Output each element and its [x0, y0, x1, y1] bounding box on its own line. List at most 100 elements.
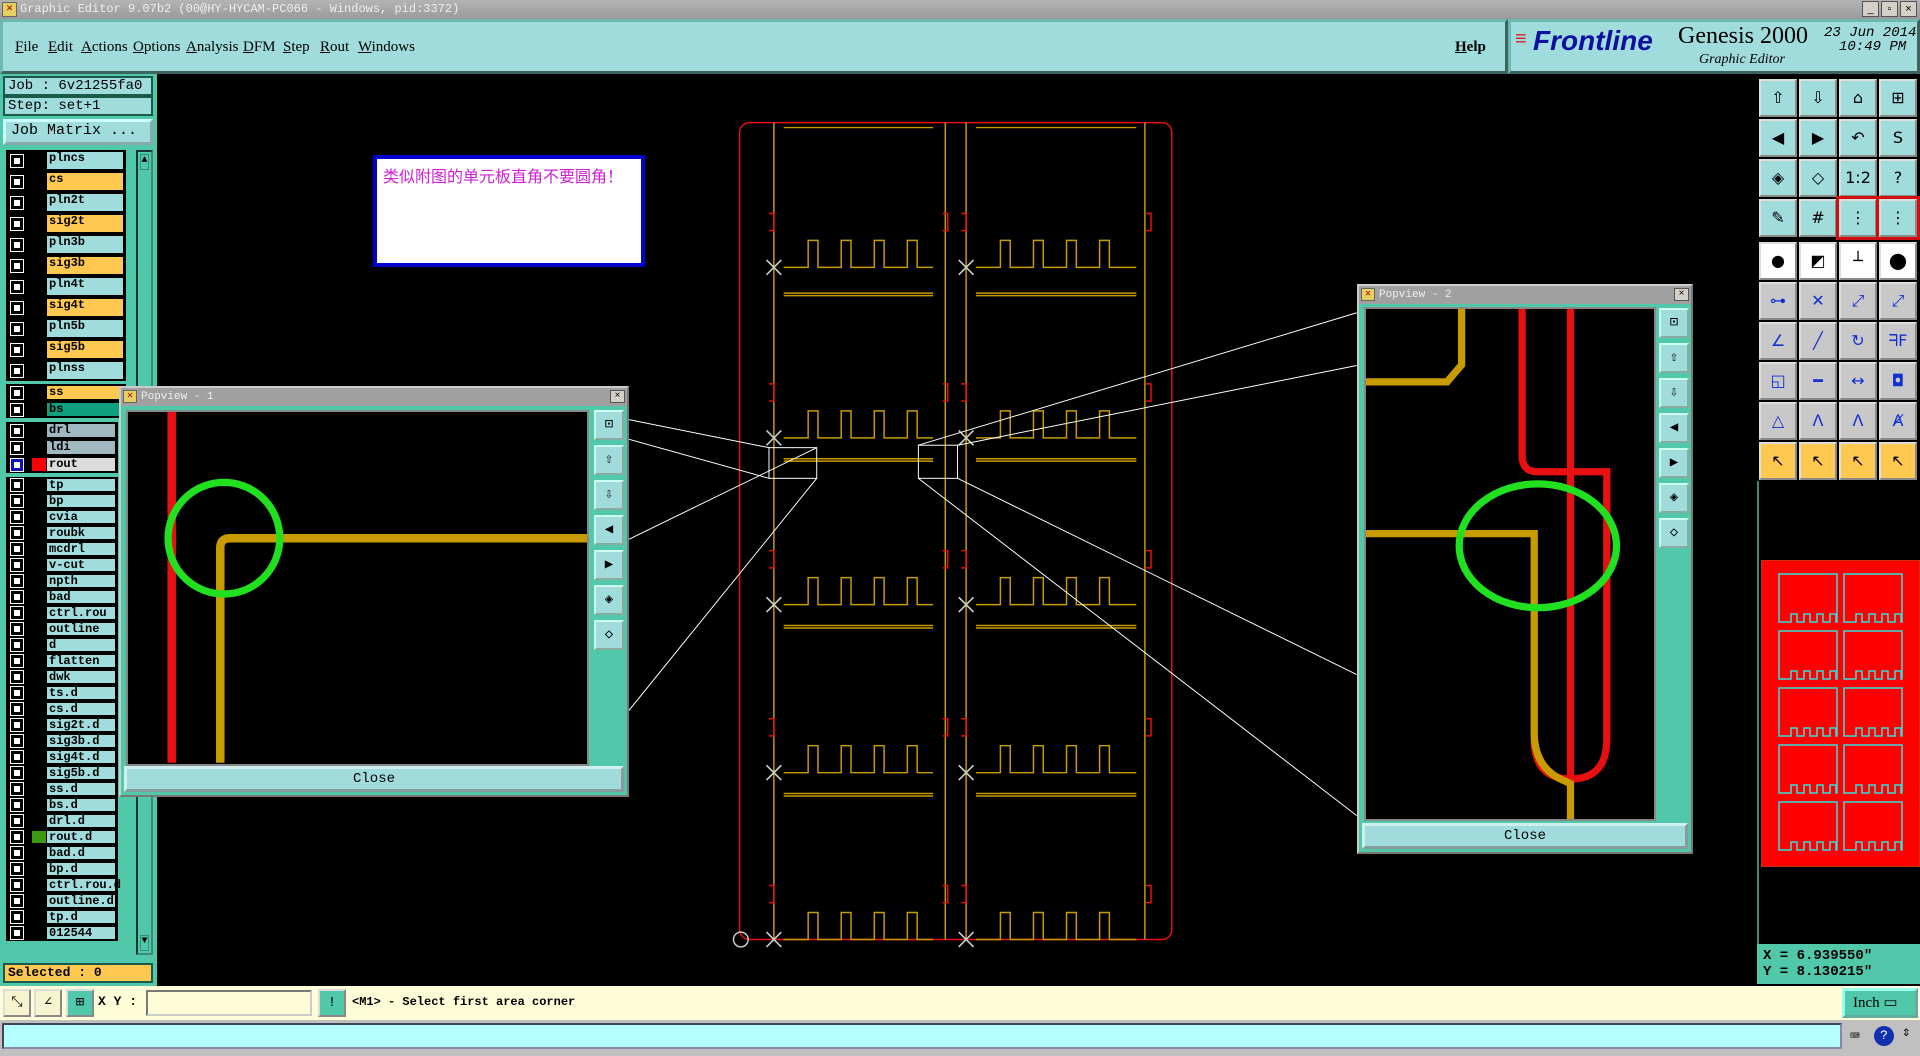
layer-checkbox[interactable]: [10, 153, 24, 168]
layer-row-ldi[interactable]: ldi: [6, 439, 118, 456]
layer-row-sig5b[interactable]: sig5b: [6, 339, 126, 360]
line-split-icon[interactable]: ━: [1799, 362, 1837, 400]
layer-checkbox[interactable]: [10, 622, 24, 636]
layer-checkbox[interactable]: [10, 894, 24, 908]
menu-file[interactable]: File: [15, 39, 39, 55]
fit-icon[interactable]: ◈: [1659, 483, 1689, 513]
layer-checkbox[interactable]: [10, 237, 24, 252]
popview-2-close-icon[interactable]: ×: [1674, 288, 1689, 301]
layer-row-npth[interactable]: npth: [6, 573, 118, 589]
popview-1-view[interactable]: [126, 410, 589, 766]
layer-checkbox[interactable]: [10, 654, 24, 668]
arc2-icon[interactable]: Ʌ: [1839, 402, 1877, 440]
layer-row-sig3b[interactable]: sig3b: [6, 255, 126, 276]
menu-analysis[interactable]: Analysis: [186, 39, 239, 55]
zoom-out-icon[interactable]: ⇩: [594, 480, 624, 510]
overview-map[interactable]: [1757, 481, 1920, 944]
layer-checkbox[interactable]: [10, 423, 24, 438]
menu-help[interactable]: Help: [1455, 39, 1486, 55]
zoom-out-icon[interactable]: ⇩: [1659, 378, 1689, 408]
layer-row-pln2t[interactable]: pln2t: [6, 192, 126, 213]
arc-icon[interactable]: Λ: [1799, 402, 1837, 440]
help-icon[interactable]: ?: [1879, 159, 1917, 197]
select-net-icon[interactable]: ↖: [1879, 442, 1917, 480]
snap-icon[interactable]: ◩: [1799, 242, 1837, 280]
layer-checkbox[interactable]: [10, 878, 24, 892]
layer-up-icon[interactable]: ⇧: [1759, 79, 1797, 117]
add-pad-icon[interactable]: ●: [1759, 242, 1797, 280]
alert-icon[interactable]: !: [318, 989, 346, 1017]
layer-row-ctrl.rou.d[interactable]: ctrl.rou.d: [6, 877, 121, 893]
scroll-down-icon[interactable]: ▼: [140, 935, 149, 951]
layer-row-drl[interactable]: drl: [6, 422, 118, 439]
scroll-up-icon[interactable]: ▲: [140, 154, 149, 170]
maximize-button[interactable]: ▫: [1881, 1, 1898, 17]
layer-checkbox[interactable]: [10, 574, 24, 588]
pan-right-icon[interactable]: ▶: [1799, 119, 1837, 157]
layer-checkbox[interactable]: [10, 846, 24, 860]
layer-row-sig2t[interactable]: sig2t: [6, 213, 126, 234]
layer-row-bp.d[interactable]: bp.d: [6, 861, 118, 877]
layer-row-bad[interactable]: bad: [6, 589, 118, 605]
net-red-icon[interactable]: ⋮: [1836, 196, 1880, 240]
popview-2-close-button[interactable]: Close: [1362, 823, 1688, 849]
close-button[interactable]: ×: [1900, 1, 1917, 17]
units-select[interactable]: Inch ▭: [1842, 988, 1918, 1018]
layer-checkbox[interactable]: [10, 279, 24, 294]
menu-edit[interactable]: Edit: [48, 39, 74, 55]
layer-row-sig4t[interactable]: sig4t: [6, 297, 126, 318]
select-icon[interactable]: ↖: [1759, 442, 1797, 480]
layer-checkbox[interactable]: [10, 734, 24, 748]
layer-row-sig3b.d[interactable]: sig3b.d: [6, 733, 118, 749]
pan-left-icon[interactable]: ◀: [1759, 119, 1797, 157]
layer-row-ss.d[interactable]: ss.d: [6, 781, 118, 797]
move-square-icon[interactable]: ◱: [1759, 362, 1797, 400]
layer-row-tp.d[interactable]: tp.d: [6, 909, 118, 925]
keyboard-icon[interactable]: ⌨: [1850, 1028, 1860, 1046]
job-matrix-button[interactable]: Job Matrix ...: [3, 119, 153, 145]
zoom-in-icon[interactable]: ⇧: [594, 445, 624, 475]
help-icon[interactable]: ?: [1874, 1026, 1894, 1046]
arc3-icon[interactable]: Ⱥ: [1879, 402, 1917, 440]
pan-left-icon[interactable]: ◀: [594, 515, 624, 545]
pan-left-icon[interactable]: ◀: [1659, 413, 1689, 443]
layer-row-cs.d[interactable]: cs.d: [6, 701, 118, 717]
layer-row-v-cut[interactable]: v-cut: [6, 557, 118, 573]
layer-row-bs.d[interactable]: bs.d: [6, 797, 118, 813]
layer-row-rout[interactable]: rout: [6, 456, 118, 473]
layer-row-cs[interactable]: cs: [6, 171, 126, 192]
layer-checkbox[interactable]: [10, 590, 24, 604]
layer-checkbox[interactable]: [10, 385, 24, 400]
layer-row-bs[interactable]: bs: [6, 401, 126, 418]
layer-row-cvia[interactable]: cvia: [6, 509, 118, 525]
pan-right-icon[interactable]: ▶: [1659, 448, 1689, 478]
layer-row-ts.d[interactable]: ts.d: [6, 685, 118, 701]
line-icon[interactable]: ╱: [1799, 322, 1837, 360]
menu-windows[interactable]: Windows: [358, 39, 415, 55]
popview-1-close-button[interactable]: Close: [124, 766, 624, 792]
layer-row-d[interactable]: d: [6, 637, 118, 653]
snap-grid-icon[interactable]: ⊞: [66, 989, 94, 1017]
layer-checkbox[interactable]: [10, 814, 24, 828]
layer-down-icon[interactable]: ⇩: [1799, 79, 1837, 117]
layer-checkbox[interactable]: [10, 766, 24, 780]
undo-zoom-icon[interactable]: ↶: [1839, 119, 1877, 157]
stretch-icon[interactable]: ↔: [1839, 362, 1877, 400]
grid-xy-icon[interactable]: ⊞: [1879, 79, 1917, 117]
angle-icon[interactable]: ∠: [1759, 322, 1797, 360]
move-pad-icon[interactable]: ⤢: [1839, 282, 1877, 320]
layer-checkbox[interactable]: [10, 558, 24, 572]
layer-row-bp[interactable]: bp: [6, 493, 118, 509]
measure-icon[interactable]: ⤡: [3, 989, 31, 1017]
layer-row-pln4t[interactable]: pln4t: [6, 276, 126, 297]
layer-checkbox[interactable]: [10, 638, 24, 652]
menu-step[interactable]: Step: [283, 39, 310, 55]
menu-options[interactable]: Options: [133, 39, 181, 55]
layer-row-tp[interactable]: tp: [6, 477, 118, 493]
layer-checkbox[interactable]: [10, 342, 24, 357]
delete-node-icon[interactable]: ✕: [1799, 282, 1837, 320]
layer-checkbox[interactable]: [10, 195, 24, 210]
layer-row-sig5b.d[interactable]: sig5b.d: [6, 765, 118, 781]
layer-checkbox[interactable]: [10, 862, 24, 876]
layer-checkbox[interactable]: [10, 216, 24, 231]
